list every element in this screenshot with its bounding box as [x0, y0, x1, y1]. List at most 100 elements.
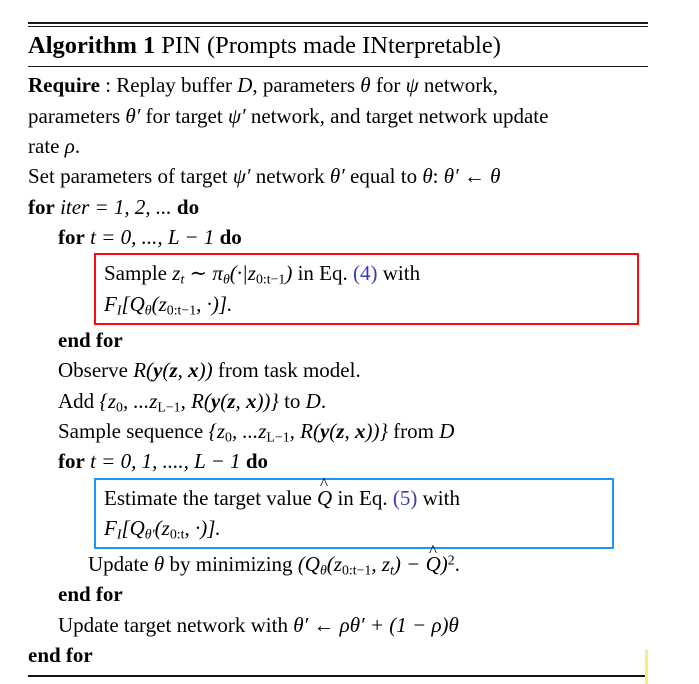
- observe-label: Observe: [58, 358, 134, 383]
- seq-paren-open: (: [329, 418, 337, 443]
- require2-text-b: for target: [140, 103, 228, 128]
- seq-mid-text: , ...z: [231, 418, 267, 443]
- sample-label: Sample: [104, 261, 173, 286]
- psi-symbol: ψ: [405, 73, 419, 98]
- add-close-brace: ))}: [256, 388, 279, 413]
- add-z0-subscript: 0: [116, 399, 123, 415]
- F-script-symbol-blue: F: [104, 515, 117, 540]
- update-target-expression: θ′ ← ρθ′ + (1 − ρ)θ: [293, 612, 459, 637]
- set-parameters-line: Set parameters of target ψ′ network θ′ e…: [28, 161, 648, 191]
- F-subscript-I: I: [116, 302, 122, 318]
- sample-step-highlight-box-red: Sample zt ∼ πθ(·|z0:t−1) in Eq. (4) with…: [94, 253, 639, 325]
- for-inner-do-keyword: do: [219, 225, 242, 250]
- add-y-vector: y: [210, 388, 221, 413]
- set-params-psi-prime: ψ′: [232, 164, 251, 189]
- observe-line: Observe R(y(z, x)) from task model.: [28, 355, 648, 385]
- for-outer-keyword: for: [28, 194, 55, 219]
- add-paren-open: (: [220, 388, 228, 413]
- equation-reference-5[interactable]: (5): [392, 485, 418, 510]
- update-expr-close: ): [440, 552, 448, 577]
- require-line-3: rate ρ.: [28, 131, 648, 161]
- set-params-theta: θ: [422, 164, 433, 189]
- update-expr-arg-subscript: 0:t−1: [341, 562, 372, 578]
- algorithm-bottom-rule: [28, 675, 648, 678]
- update-expr-open: (Q: [297, 552, 320, 577]
- require2-text-c: network, and target network update: [245, 103, 549, 128]
- update-expr-zt-subscript: t: [390, 562, 394, 578]
- seq-z-vector: z: [336, 418, 345, 443]
- observe-paren-open: (: [162, 358, 170, 383]
- Q-subscript-theta-prime: θ′: [144, 526, 155, 542]
- add-z-vector: z: [227, 388, 236, 413]
- F-script-symbol: F: [104, 291, 117, 316]
- end-for-inner-2: end for: [28, 579, 648, 609]
- sample-step-line-2: FI[Qθ(z0:t−1, ·)].: [104, 289, 631, 319]
- for-inner2-do-keyword: do: [245, 449, 268, 474]
- reward-R: R(: [133, 358, 154, 383]
- pi-argument: (·|z: [229, 261, 256, 286]
- for-outer-range: = 1, 2, ...: [94, 194, 172, 219]
- estimate-step-line-1: Estimate the target value Q in Eq. (5) w…: [104, 483, 606, 513]
- sample-in-eq-text: in Eq.: [292, 261, 354, 286]
- add-mid-text: , ...z: [122, 388, 158, 413]
- psi-prime-symbol: ψ′: [227, 103, 246, 128]
- require2-text-a: parameters: [28, 103, 126, 128]
- update-expr-arg: (z: [326, 552, 342, 577]
- for-inner2-range: t = 0, 1, ...., L − 1: [90, 449, 241, 474]
- equation-reference-4[interactable]: (4): [353, 261, 378, 286]
- set-params-text-a: Set parameters of target: [28, 164, 233, 189]
- sample-sequence-label: Sample sequence: [58, 418, 209, 443]
- update-Q-hat-symbol: Q: [426, 549, 441, 579]
- yellow-marker-bar: [645, 650, 648, 684]
- x-vector: x: [188, 358, 199, 383]
- sim-operator: ∼: [184, 261, 213, 286]
- add-x-vector: x: [245, 388, 257, 413]
- theta-prime-symbol: θ′: [125, 103, 141, 128]
- seq-zL-subscript: L−1: [266, 429, 290, 445]
- require-text-d: network,: [418, 73, 498, 98]
- require-line-1: Require : Replay buffer D, parameters θ …: [28, 70, 648, 100]
- algorithm-title: Algorithm 1 PIN (Prompts made INterpreta…: [28, 27, 648, 65]
- add-buffer-D: D: [305, 388, 321, 413]
- Q-subscript-theta: θ: [144, 302, 152, 318]
- F-subscript-I-blue: I: [116, 526, 122, 542]
- Q-argument: (z: [151, 291, 167, 316]
- sample-step-line-1: Sample zt ∼ πθ(·|z0:t−1) in Eq. (4) with: [104, 258, 631, 288]
- seq-x-vector: x: [354, 418, 366, 443]
- algorithm-name-label: PIN (Prompts made INterpretable): [161, 32, 501, 59]
- for-inner2-keyword: for: [58, 449, 85, 474]
- end-for-inner-1: end for: [28, 325, 648, 355]
- estimate-with-text: with: [417, 485, 460, 510]
- algorithm-top-rule: [28, 22, 648, 27]
- add-period: .: [320, 388, 327, 413]
- algorithm-title-rule: [28, 66, 648, 68]
- end-for-keyword-2: end for: [58, 582, 123, 607]
- add-to-buffer-line: Add {z0, ...zL−1, R(y(z, x))} to D.: [28, 386, 648, 416]
- seq-y-vector: y: [319, 418, 330, 443]
- for-inner-range: t = 0, ..., L − 1: [90, 225, 215, 250]
- update-theta-symbol: θ: [153, 552, 165, 577]
- pi-subscript-theta: θ: [222, 272, 230, 288]
- for-inner-estimate-line: for t = 0, 1, ...., L − 1 do: [28, 446, 648, 476]
- seq-reward-R: , R(: [289, 418, 320, 443]
- observe-comma: ,: [177, 358, 189, 383]
- theta-symbol: θ: [360, 73, 371, 98]
- update-expr-period: .: [454, 552, 460, 577]
- for-outer-line: for iter = 1, 2, ... do: [28, 192, 648, 222]
- algorithm-figure: Algorithm 1 PIN (Prompts made INterpreta…: [28, 22, 648, 678]
- update-Q-subscript: θ: [319, 562, 327, 578]
- require-text-c: for: [370, 73, 406, 98]
- update-target-label: Update target network with: [58, 612, 294, 637]
- seq-comma: ,: [344, 418, 355, 443]
- add-reward-R: , R(: [180, 388, 211, 413]
- estimate-in-eq-text: in Eq.: [332, 485, 393, 510]
- for-outer-variable: iter: [60, 194, 90, 219]
- add-zL-subscript: L−1: [157, 399, 181, 415]
- sample-sequence-line: Sample sequence {z0, ...zL−1, R(y(z, x))…: [28, 416, 648, 446]
- Q-argument-blue: (z: [154, 515, 170, 540]
- observe-source-text: from task model.: [212, 358, 361, 383]
- seq-from-text: from: [387, 418, 440, 443]
- pi-argument-close: ): [285, 261, 293, 286]
- algorithm-number-label: Algorithm 1: [28, 32, 156, 59]
- end-for-keyword-3: end for: [28, 643, 93, 668]
